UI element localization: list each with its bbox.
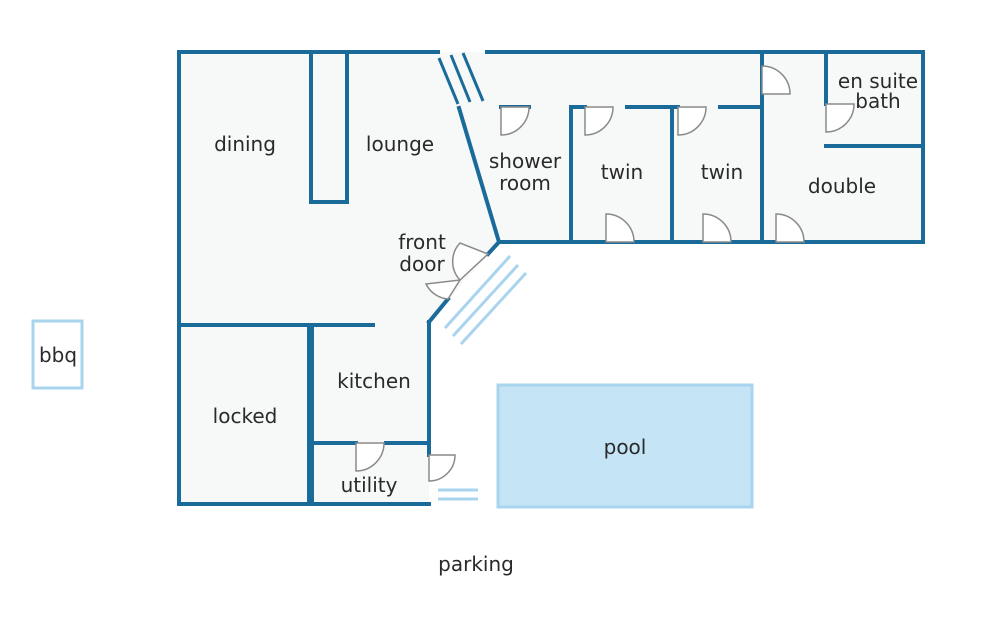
door-utility-outer bbox=[428, 454, 456, 482]
room-label-dining: dining bbox=[214, 132, 276, 156]
label-pool: pool bbox=[604, 435, 647, 459]
room-label-en-suite-2: bath bbox=[855, 89, 900, 113]
door-twin-1-top bbox=[584, 106, 614, 136]
room-label-twin-1: twin bbox=[601, 160, 643, 184]
bbq-area bbox=[31, 319, 84, 390]
door-twin-2-top bbox=[677, 106, 707, 136]
walls bbox=[177, 50, 925, 506]
door-shower bbox=[500, 106, 530, 136]
room-label-double: double bbox=[808, 174, 876, 198]
room-label-twin-2: twin bbox=[701, 160, 743, 184]
door-twin-1-bottom bbox=[605, 213, 635, 243]
room-label-utility: utility bbox=[341, 473, 398, 497]
door-front-2 bbox=[424, 279, 462, 300]
door-double bbox=[775, 213, 805, 243]
door-en-suite bbox=[825, 103, 855, 133]
front-glass-panels bbox=[443, 254, 528, 346]
door-hall-right bbox=[761, 65, 791, 95]
door-twin-2-bottom bbox=[702, 213, 732, 243]
label-front-door-1: front bbox=[398, 230, 446, 254]
label-bbq: bbq bbox=[39, 343, 77, 367]
glass-panels bbox=[437, 52, 485, 105]
door-utility-inner bbox=[355, 442, 385, 472]
floor-area bbox=[179, 52, 923, 504]
door-swings bbox=[355, 65, 855, 482]
room-label-en-suite-1: en suite bbox=[838, 69, 918, 93]
label-parking: parking bbox=[438, 552, 514, 576]
room-label-locked: locked bbox=[213, 404, 278, 428]
label-front-door-2: door bbox=[399, 252, 445, 276]
room-label-lounge: lounge bbox=[366, 132, 434, 156]
pool bbox=[496, 383, 754, 509]
utility-exit-glass bbox=[438, 488, 478, 501]
room-label-shower-2: room bbox=[499, 171, 551, 195]
room-label-kitchen: kitchen bbox=[337, 369, 411, 393]
room-label-shower-1: shower bbox=[489, 149, 562, 173]
